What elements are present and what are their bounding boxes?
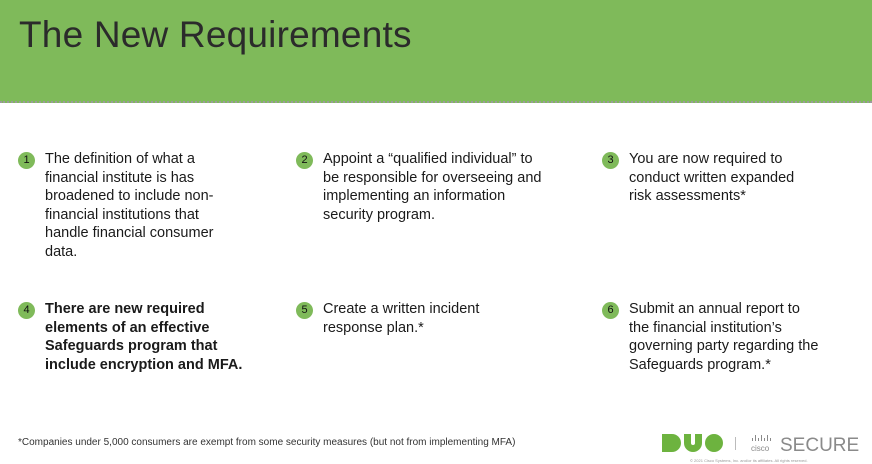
requirement-item-2: 2 Appoint a “qualified individual” to be… <box>296 150 556 224</box>
requirement-text: Appoint a “qualified individual” to be r… <box>323 151 542 223</box>
duo-cisco-secure-logo: cisco SECURE <box>662 434 859 456</box>
logo-divider <box>735 437 736 450</box>
requirement-item-3: 3 You are now required to conduct writte… <box>602 150 852 206</box>
requirement-item-4: 4 There are new required elements of an … <box>18 300 248 374</box>
requirement-item-5: 5 Create a written incident response pla… <box>296 300 556 337</box>
footnote: *Companies under 5,000 consumers are exe… <box>18 437 516 448</box>
number-badge: 2 <box>296 152 313 169</box>
number-badge: 3 <box>602 152 619 169</box>
requirement-item-6: 6 Submit an annual report to the financi… <box>602 300 852 374</box>
number-badge: 5 <box>296 302 313 319</box>
requirement-text: You are now required to conduct written … <box>629 151 795 204</box>
requirement-text: There are new required elements of an ef… <box>45 301 243 373</box>
svg-text:cisco: cisco <box>751 444 770 453</box>
requirement-text: The definition of what a financial insti… <box>45 151 214 260</box>
requirement-text: Submit an annual report to the financial… <box>629 301 819 373</box>
number-badge: 1 <box>18 152 35 169</box>
duo-logo <box>662 434 723 452</box>
header-banner: The New Requirements <box>0 0 872 103</box>
requirement-item-1: 1 The definition of what a financial ins… <box>18 150 248 261</box>
cisco-logo: cisco <box>751 435 771 453</box>
number-badge: 4 <box>18 302 35 319</box>
requirement-text: Create a written incident response plan.… <box>323 301 480 336</box>
number-badge: 6 <box>602 302 619 319</box>
copyright: © 2021 Cisco Systems, Inc. and/or its af… <box>690 458 808 463</box>
secure-wordmark: SECURE <box>780 435 859 456</box>
page-title: The New Requirements <box>19 14 412 55</box>
